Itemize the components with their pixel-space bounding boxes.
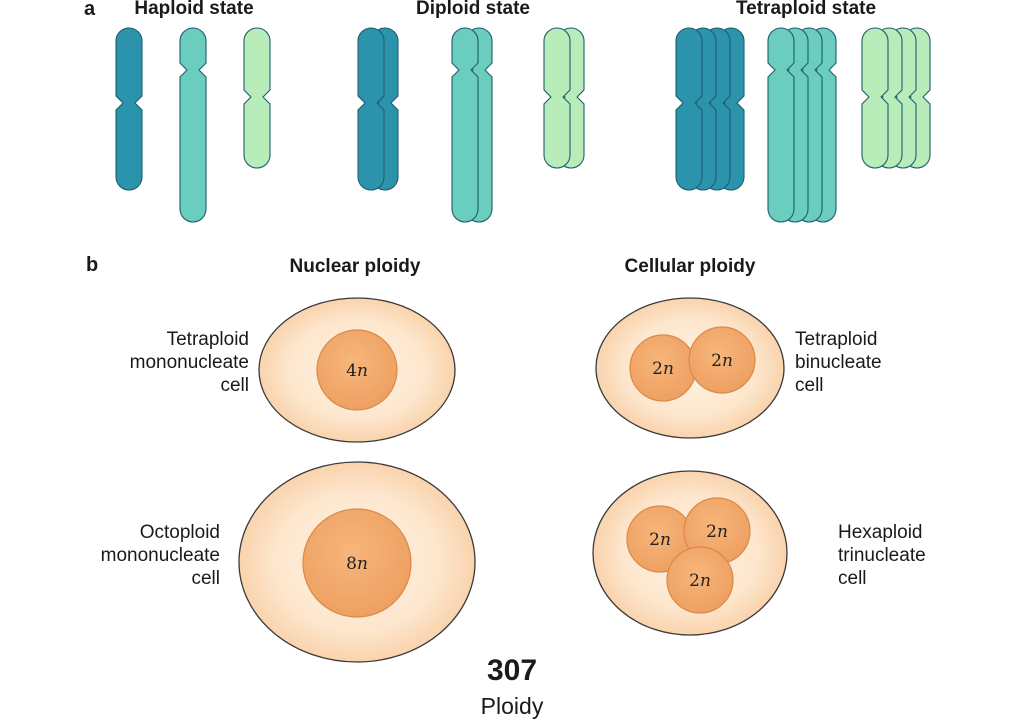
octoploid-mononucleate-label: Octoploid mononucleate cell xyxy=(100,522,220,589)
cell-group: 4n 8n 2n 2n 2n 2n 2n xyxy=(238,297,788,663)
tetraploid-binucleate-nucleus-label-1: 2n xyxy=(652,359,674,379)
tetraploid-mononucleate-nucleus-1 xyxy=(316,329,398,411)
haploid-chromosome-dark-1 xyxy=(115,27,143,191)
tetraploid-state-title: Tetraploid state xyxy=(735,0,877,19)
tetraploid-binucleate-nucleus-2 xyxy=(688,326,756,394)
haploid-chromosome-light-1 xyxy=(243,27,271,169)
tetraploid-mononucleate-label: Tetraploid mononucleate cell xyxy=(129,329,249,396)
diploid-chromosome-dark-1 xyxy=(357,27,385,191)
haploid-state-title: Haploid state xyxy=(134,0,254,19)
panel-a-letter: a xyxy=(84,0,96,20)
octoploid-mononucleate-nucleus-1 xyxy=(302,508,412,618)
haploid-chromosome-mid-1 xyxy=(179,27,207,223)
cellular-ploidy-title: Cellular ploidy xyxy=(624,256,756,277)
hexaploid-trinucleate-label: Hexaploid trinucleate cell xyxy=(838,522,926,589)
hexaploid-trinucleate-nucleus-label-3: 2n xyxy=(689,571,711,591)
tetraploid-chromosome-dark-1 xyxy=(675,27,703,191)
nuclear-ploidy-title: Nuclear ploidy xyxy=(289,256,421,277)
tetraploid-mononucleate-nucleus-label-1: 4n xyxy=(346,361,368,381)
panel-b-letter: b xyxy=(86,254,99,276)
hexaploid-trinucleate-nucleus-3 xyxy=(666,546,734,614)
tetraploid-binucleate-nucleus-label-2: 2n xyxy=(711,351,733,371)
octoploid-mononucleate-nucleus-label-1: 8n xyxy=(346,554,368,574)
diploid-chromosome-mid-1 xyxy=(451,27,479,223)
hexaploid-trinucleate-nucleus-label-2: 2n xyxy=(706,522,728,542)
tetraploid-chromosome-light-1 xyxy=(861,27,889,169)
chromosome-group xyxy=(115,27,931,223)
figure-number: 307 xyxy=(486,654,538,687)
hexaploid-trinucleate-nucleus-label-1: 2n xyxy=(649,530,671,550)
tetraploid-binucleate-label: Tetraploid binucleate cell xyxy=(795,329,882,396)
diploid-state-title: Diploid state xyxy=(415,0,531,19)
diploid-chromosome-light-1 xyxy=(543,27,571,169)
tetraploid-chromosome-mid-1 xyxy=(767,27,795,223)
figure-title: Ploidy xyxy=(480,693,544,719)
